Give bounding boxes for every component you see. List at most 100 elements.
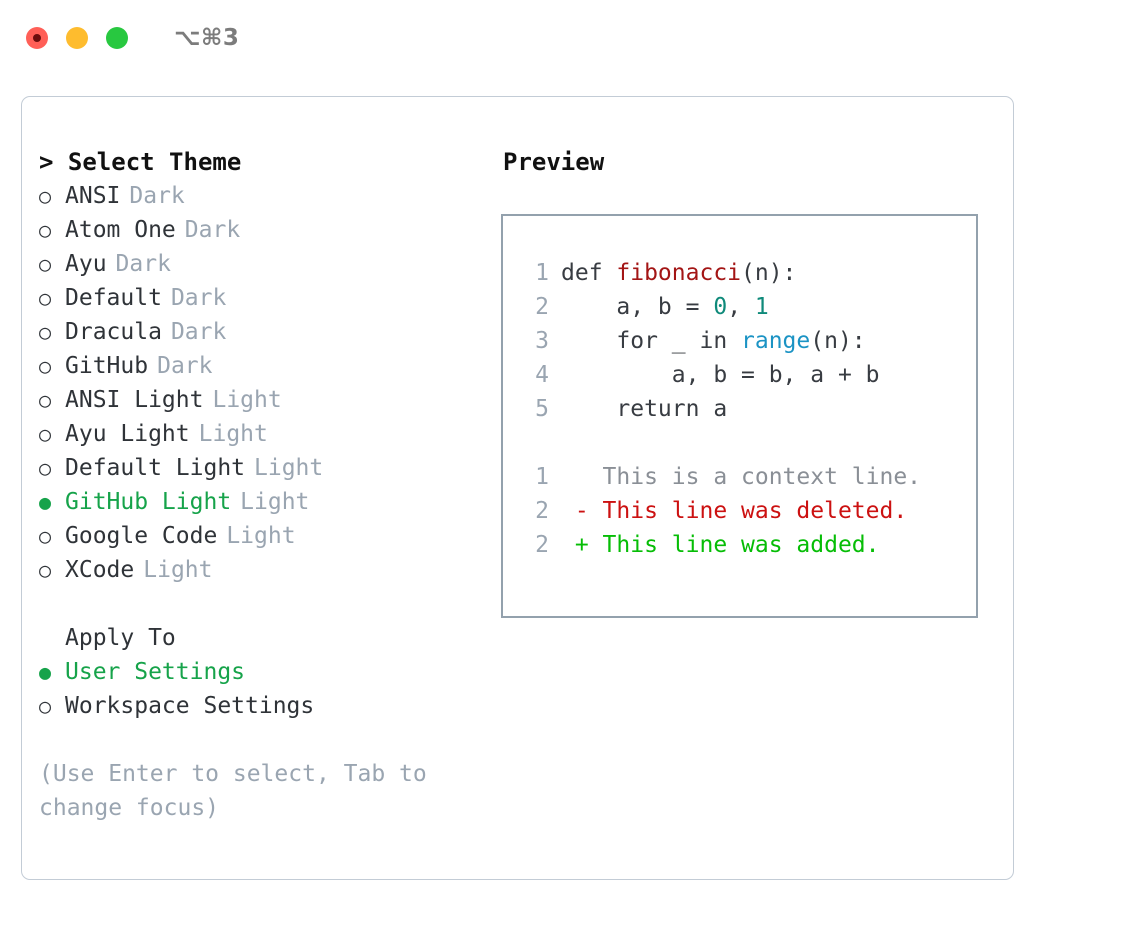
window-controls: [26, 27, 128, 49]
theme-option-label: GitHub Light: [65, 489, 232, 515]
diff-line-content: + This line was added.: [561, 532, 880, 558]
keyboard-hint: (Use Enter to select, Tab to change focu…: [39, 761, 427, 821]
apply-to-option-label: User Settings: [65, 659, 246, 685]
diff-line-content: - This line was deleted.: [561, 498, 908, 524]
apply-to-option-label: Workspace Settings: [65, 693, 315, 719]
preview-title: Preview: [503, 148, 605, 176]
theme-option-atom-one[interactable]: ○ Atom One Dark: [39, 213, 487, 247]
code-line-number: 5: [535, 396, 549, 422]
theme-option-label: Default Light: [65, 455, 246, 481]
diff-line-number: 1: [535, 464, 549, 490]
code-line-number: 4: [535, 362, 549, 388]
theme-option-kind-badge: Light: [212, 387, 282, 413]
code-line-content: a, b = b, a + b: [561, 358, 880, 392]
theme-option-kind-badge: Dark: [115, 251, 171, 277]
radio-selected-icon: ●: [39, 490, 52, 514]
diff-line-number: 2: [535, 532, 549, 558]
code-line-content: a, b = 0, 1: [561, 290, 769, 324]
theme-option-default-light[interactable]: ○ Default Light Light: [39, 451, 487, 485]
code-token: ,: [727, 294, 755, 320]
code-token: (n):: [741, 260, 797, 286]
radio-unselected-icon: ○: [39, 252, 52, 276]
theme-option-label: Default: [65, 285, 162, 311]
code-token: 1: [754, 294, 769, 320]
code-line: 3 for _ in range(n):: [519, 324, 976, 358]
theme-option-kind-badge: Dark: [157, 353, 213, 379]
code-line: 5 return a: [519, 392, 976, 426]
theme-option-default[interactable]: ○ Default Dark: [39, 281, 487, 315]
theme-option-label: Dracula: [65, 319, 162, 345]
code-line: 4 a, b = b, a + b: [519, 358, 976, 392]
preview-spacer: [519, 426, 976, 460]
code-token: a, b =: [561, 294, 714, 320]
prompt-caret: >: [39, 148, 54, 176]
theme-option-kind-badge: Dark: [170, 319, 227, 345]
minimize-button[interactable]: [66, 27, 88, 49]
keyboard-shortcut-label: ⌥⌘3: [174, 25, 240, 51]
code-token: fibonacci: [616, 260, 742, 286]
radio-unselected-icon: ○: [39, 354, 52, 378]
radio-unselected-icon: ○: [39, 218, 52, 242]
theme-option-label: Atom One: [65, 217, 176, 243]
radio-unselected-icon: ○: [39, 422, 52, 446]
code-token: (n):: [810, 328, 866, 354]
apply-to-heading-label: Apply To: [65, 625, 176, 651]
code-line-number: 3: [535, 328, 549, 354]
apply-to-heading: ○Apply To: [39, 621, 487, 655]
diff-line: 2 + This line was added.: [519, 528, 976, 562]
diff-line-number: 2: [535, 498, 549, 524]
code-token: range: [741, 328, 811, 354]
code-line-number: 2: [535, 294, 549, 320]
theme-option-ansi[interactable]: ○ ANSI Dark: [39, 179, 487, 213]
code-token: 0: [713, 294, 728, 320]
code-token: a, b = b, a + b: [561, 362, 880, 388]
theme-option-kind-badge: Dark: [184, 217, 241, 243]
theme-option-kind-badge: Dark: [129, 183, 185, 209]
theme-option-kind-badge: Light: [226, 523, 296, 549]
radio-unselected-icon: ○: [39, 456, 52, 480]
title-bar: ⌥⌘3: [0, 0, 1140, 76]
diff-sample: 1 This is a context line.2 - This line w…: [519, 460, 976, 562]
theme-option-label: GitHub: [65, 353, 149, 379]
theme-option-kind-badge: Light: [240, 489, 310, 515]
page-title-text: Select Theme: [67, 148, 242, 176]
radio-unselected-icon: ○: [39, 286, 52, 310]
radio-unselected-icon: ○: [39, 558, 52, 582]
radio-unselected-icon: ○: [39, 388, 52, 412]
theme-option-kind-badge: Light: [254, 455, 324, 481]
apply-to-option-user-settings[interactable]: ● User Settings: [39, 655, 487, 689]
theme-option-ayu[interactable]: ○ Ayu Dark: [39, 247, 487, 281]
theme-option-dracula[interactable]: ○ Dracula Dark: [39, 315, 487, 349]
theme-option-kind-badge: Light: [198, 421, 268, 447]
page-title: > Select Theme: [39, 145, 487, 179]
radio-unselected-icon: ○: [39, 320, 52, 344]
radio-unselected-icon: ○: [39, 524, 52, 548]
maximize-button[interactable]: [106, 27, 128, 49]
theme-option-kind-badge: Dark: [170, 285, 227, 311]
theme-option-label: XCode: [65, 557, 135, 583]
theme-option-label: ANSI: [65, 183, 121, 209]
close-button[interactable]: [26, 27, 48, 49]
diff-line-content: This is a context line.: [561, 464, 922, 490]
diff-line: 1 This is a context line.: [519, 460, 976, 494]
diff-line: 2 - This line was deleted.: [519, 494, 976, 528]
code-line-content: return a: [561, 392, 727, 426]
theme-option-label: Ayu: [65, 251, 107, 277]
theme-option-github-light[interactable]: ● GitHub Light Light: [39, 485, 487, 519]
code-line-content: for _ in range(n):: [561, 324, 866, 358]
apply-to-option-workspace-settings[interactable]: ○Workspace Settings: [39, 689, 487, 723]
radio-unselected-icon: ○: [39, 184, 52, 208]
radio-selected-icon: ●: [39, 660, 52, 684]
theme-option-github[interactable]: ○ GitHub Dark: [39, 349, 487, 383]
code-token: for _ in: [561, 328, 742, 354]
